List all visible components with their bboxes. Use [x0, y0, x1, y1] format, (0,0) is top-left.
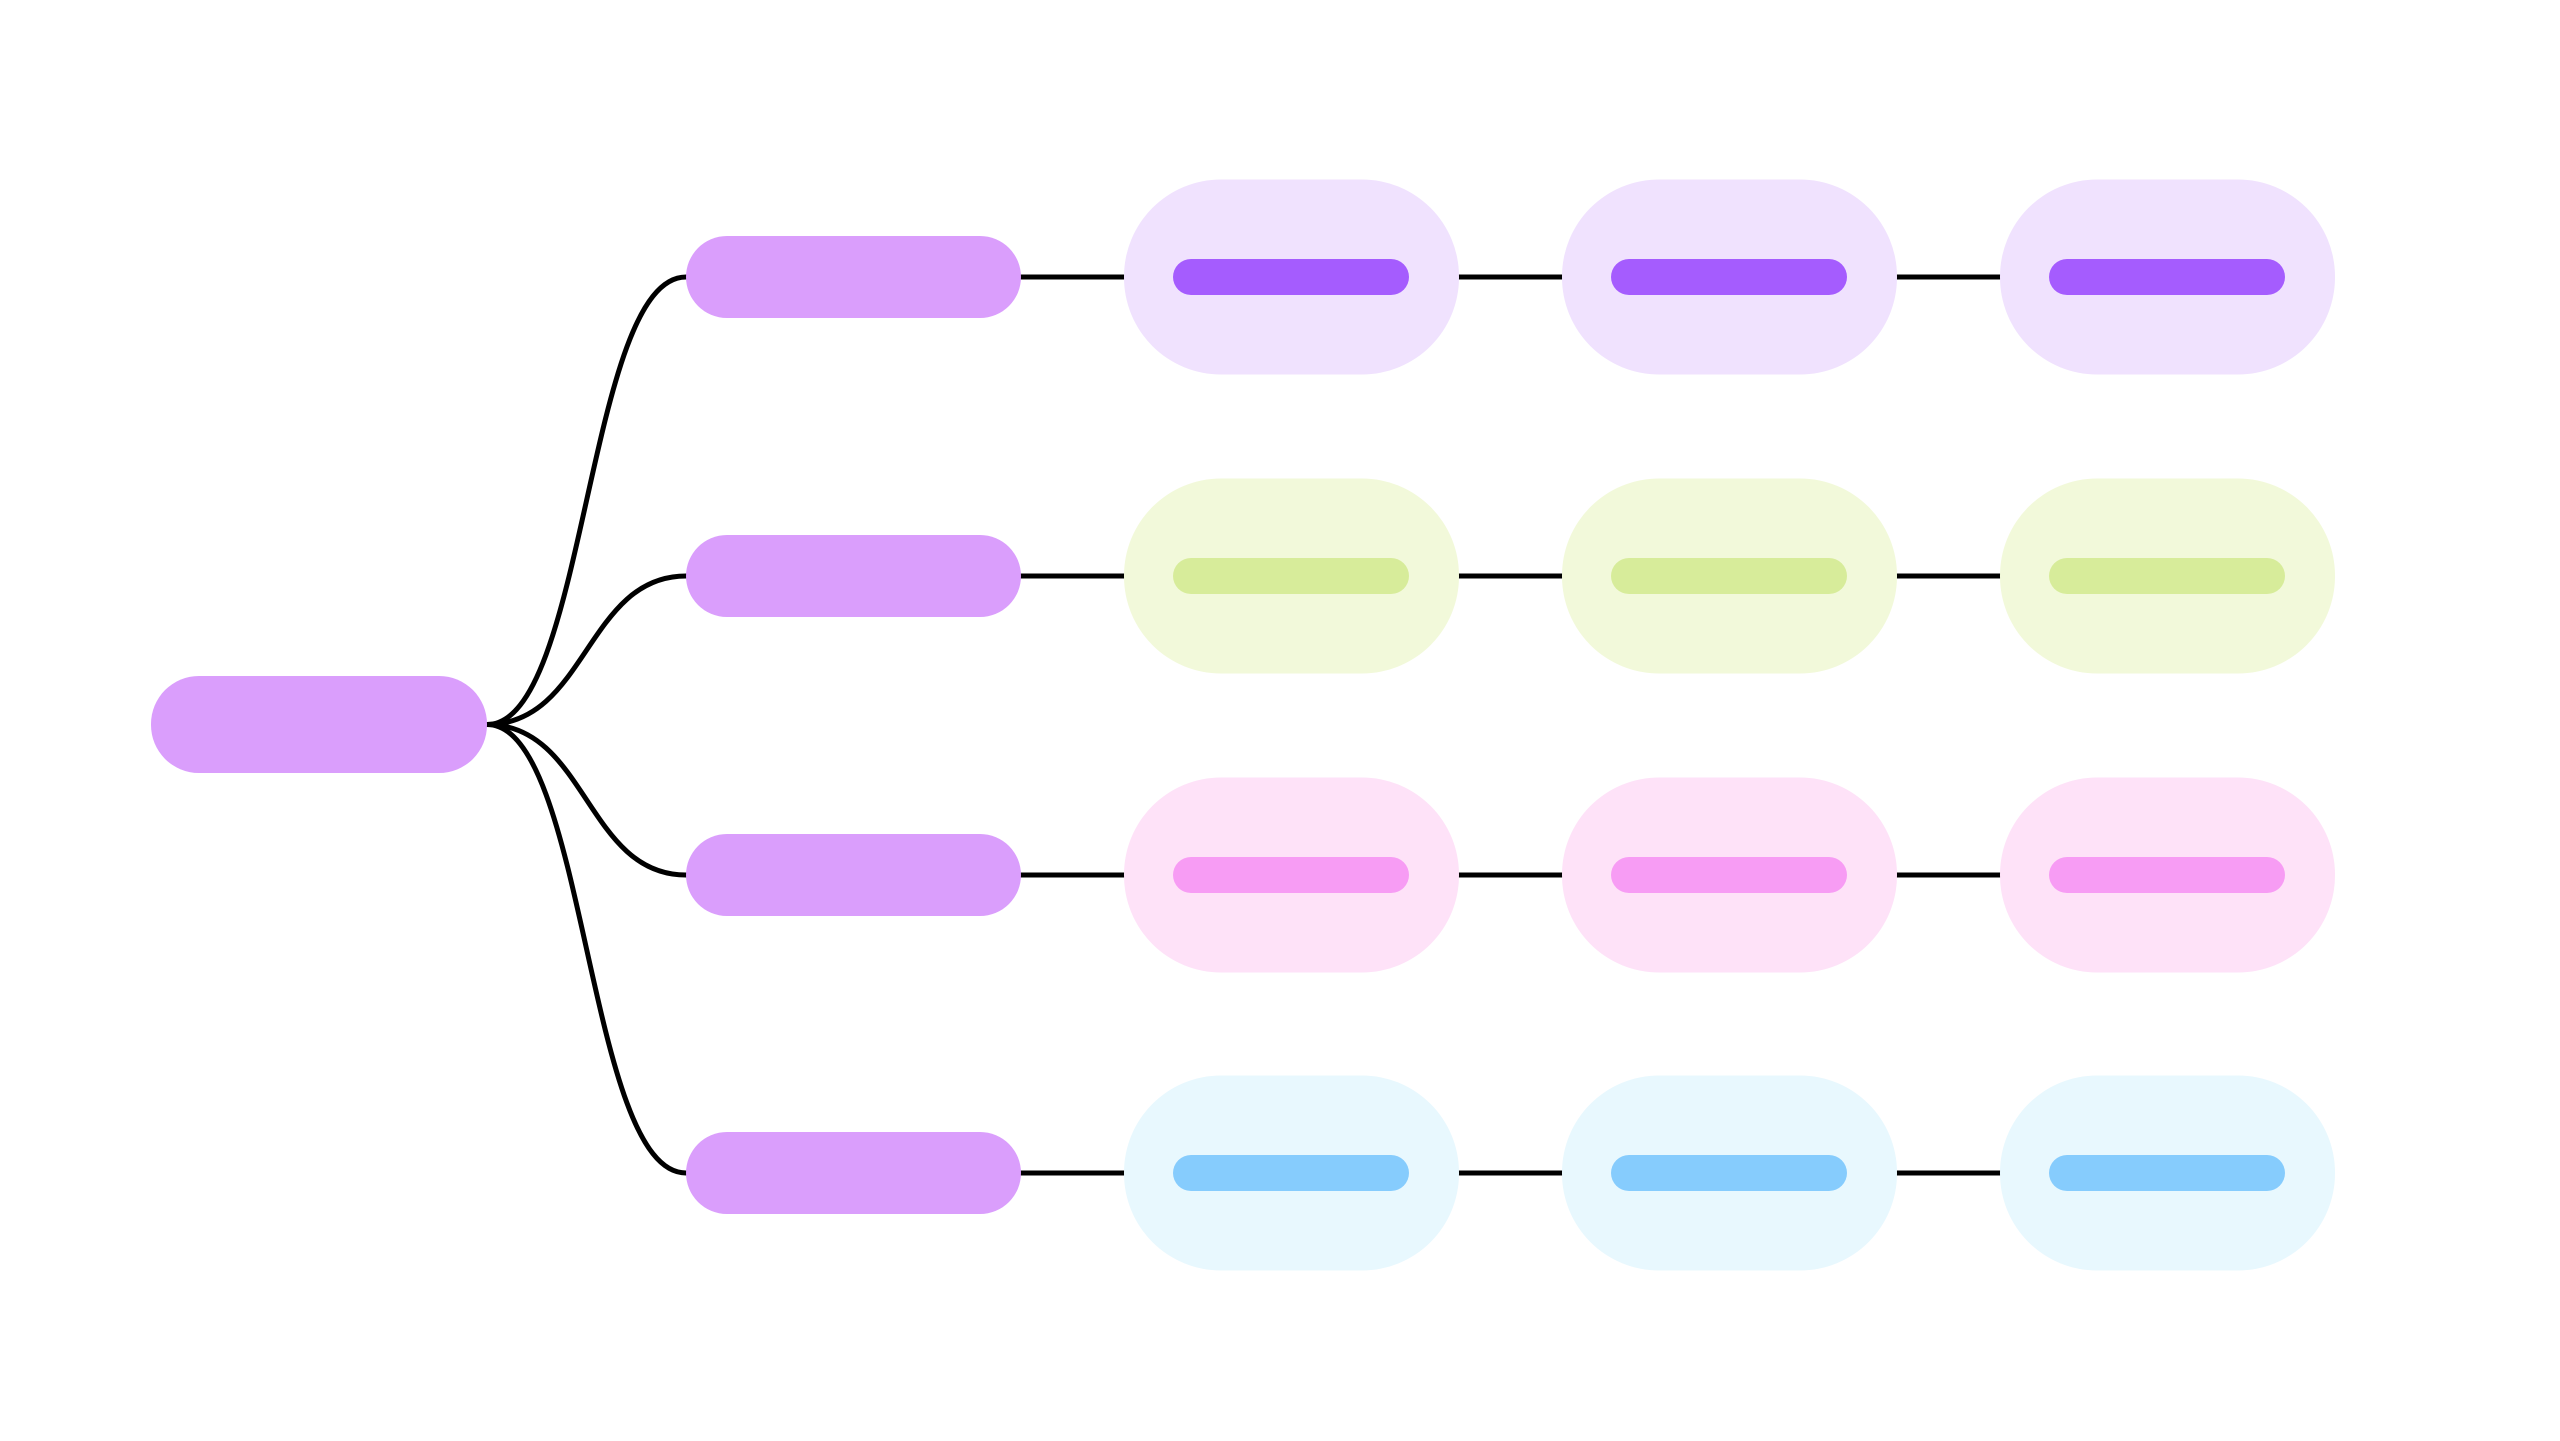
branch-node-pink[interactable]: [686, 834, 1021, 916]
leaf-node-bar-blue-1[interactable]: [1173, 1155, 1409, 1191]
leaf-node-bar-pink-2[interactable]: [1611, 857, 1847, 893]
leaf-node-bar-purple-1[interactable]: [1173, 259, 1409, 295]
branch-connector-blue[interactable]: [484, 722, 689, 1176]
leaf-node-bar-purple-2[interactable]: [1611, 259, 1847, 295]
leaf-node-bar-pink-3[interactable]: [2049, 857, 2285, 893]
leaf-node-bar-green-3[interactable]: [2049, 558, 2285, 594]
connectors: [484, 274, 2003, 1176]
leaf-node-bar-blue-3[interactable]: [2049, 1155, 2285, 1191]
branch-connector-purple[interactable]: [484, 274, 689, 727]
branch-connector-green[interactable]: [484, 573, 689, 727]
leaf-node-bar-blue-2[interactable]: [1611, 1155, 1847, 1191]
branch-node-green[interactable]: [686, 535, 1021, 617]
branch-connector-pink[interactable]: [484, 722, 689, 878]
leaf-node-bar-green-1[interactable]: [1173, 558, 1409, 594]
nodes: [151, 179, 2335, 1271]
branch-node-blue[interactable]: [686, 1132, 1021, 1214]
branch-node-purple[interactable]: [686, 236, 1021, 318]
leaf-node-bar-purple-3[interactable]: [2049, 259, 2285, 295]
root-node[interactable]: [151, 676, 487, 773]
leaf-node-bar-green-2[interactable]: [1611, 558, 1847, 594]
leaf-node-bar-pink-1[interactable]: [1173, 857, 1409, 893]
